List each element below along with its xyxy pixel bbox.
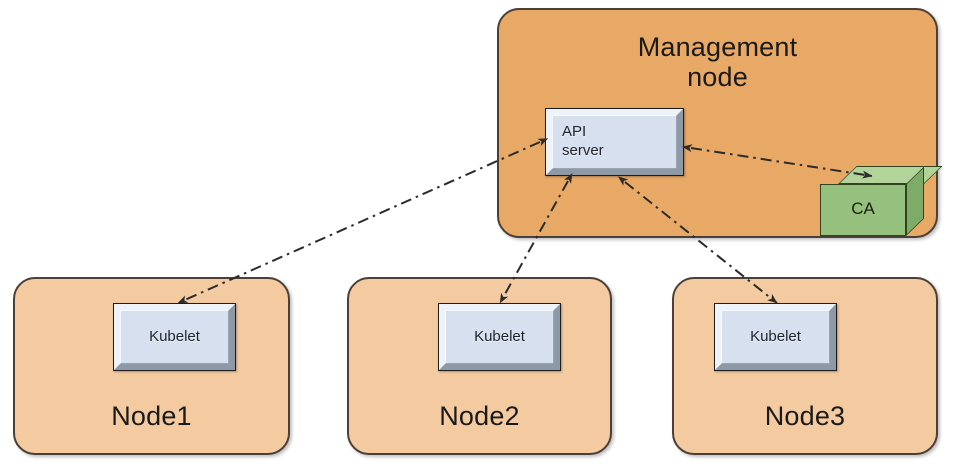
node2-label: Node2 xyxy=(439,400,520,431)
certificate-authority-box[interactable]: CA xyxy=(820,166,943,236)
ca-box-front-face xyxy=(820,184,906,236)
api-server-box[interactable]: API server xyxy=(545,108,684,176)
kubelet-node3-box-inner: Kubelet xyxy=(721,310,830,364)
kubelet-node1-label: Kubelet xyxy=(149,327,200,345)
kubelet-node3-box[interactable]: Kubelet xyxy=(714,303,837,371)
kubelet-node1-box[interactable]: Kubelet xyxy=(113,303,236,371)
node1-label: Node1 xyxy=(111,400,192,431)
kubelet-node2-box[interactable]: Kubelet xyxy=(438,303,561,371)
api-server-box-inner: API server xyxy=(552,115,677,169)
kubelet-node1-box-inner: Kubelet xyxy=(120,310,229,364)
kubelet-node3-label: Kubelet xyxy=(750,327,801,345)
kubelet-node2-label: Kubelet xyxy=(474,327,525,345)
kubelet-node2-box-inner: Kubelet xyxy=(445,310,554,364)
api-server-label: API server xyxy=(562,123,604,159)
node3-label: Node3 xyxy=(764,400,846,431)
management-node-label: Management node xyxy=(637,32,798,93)
